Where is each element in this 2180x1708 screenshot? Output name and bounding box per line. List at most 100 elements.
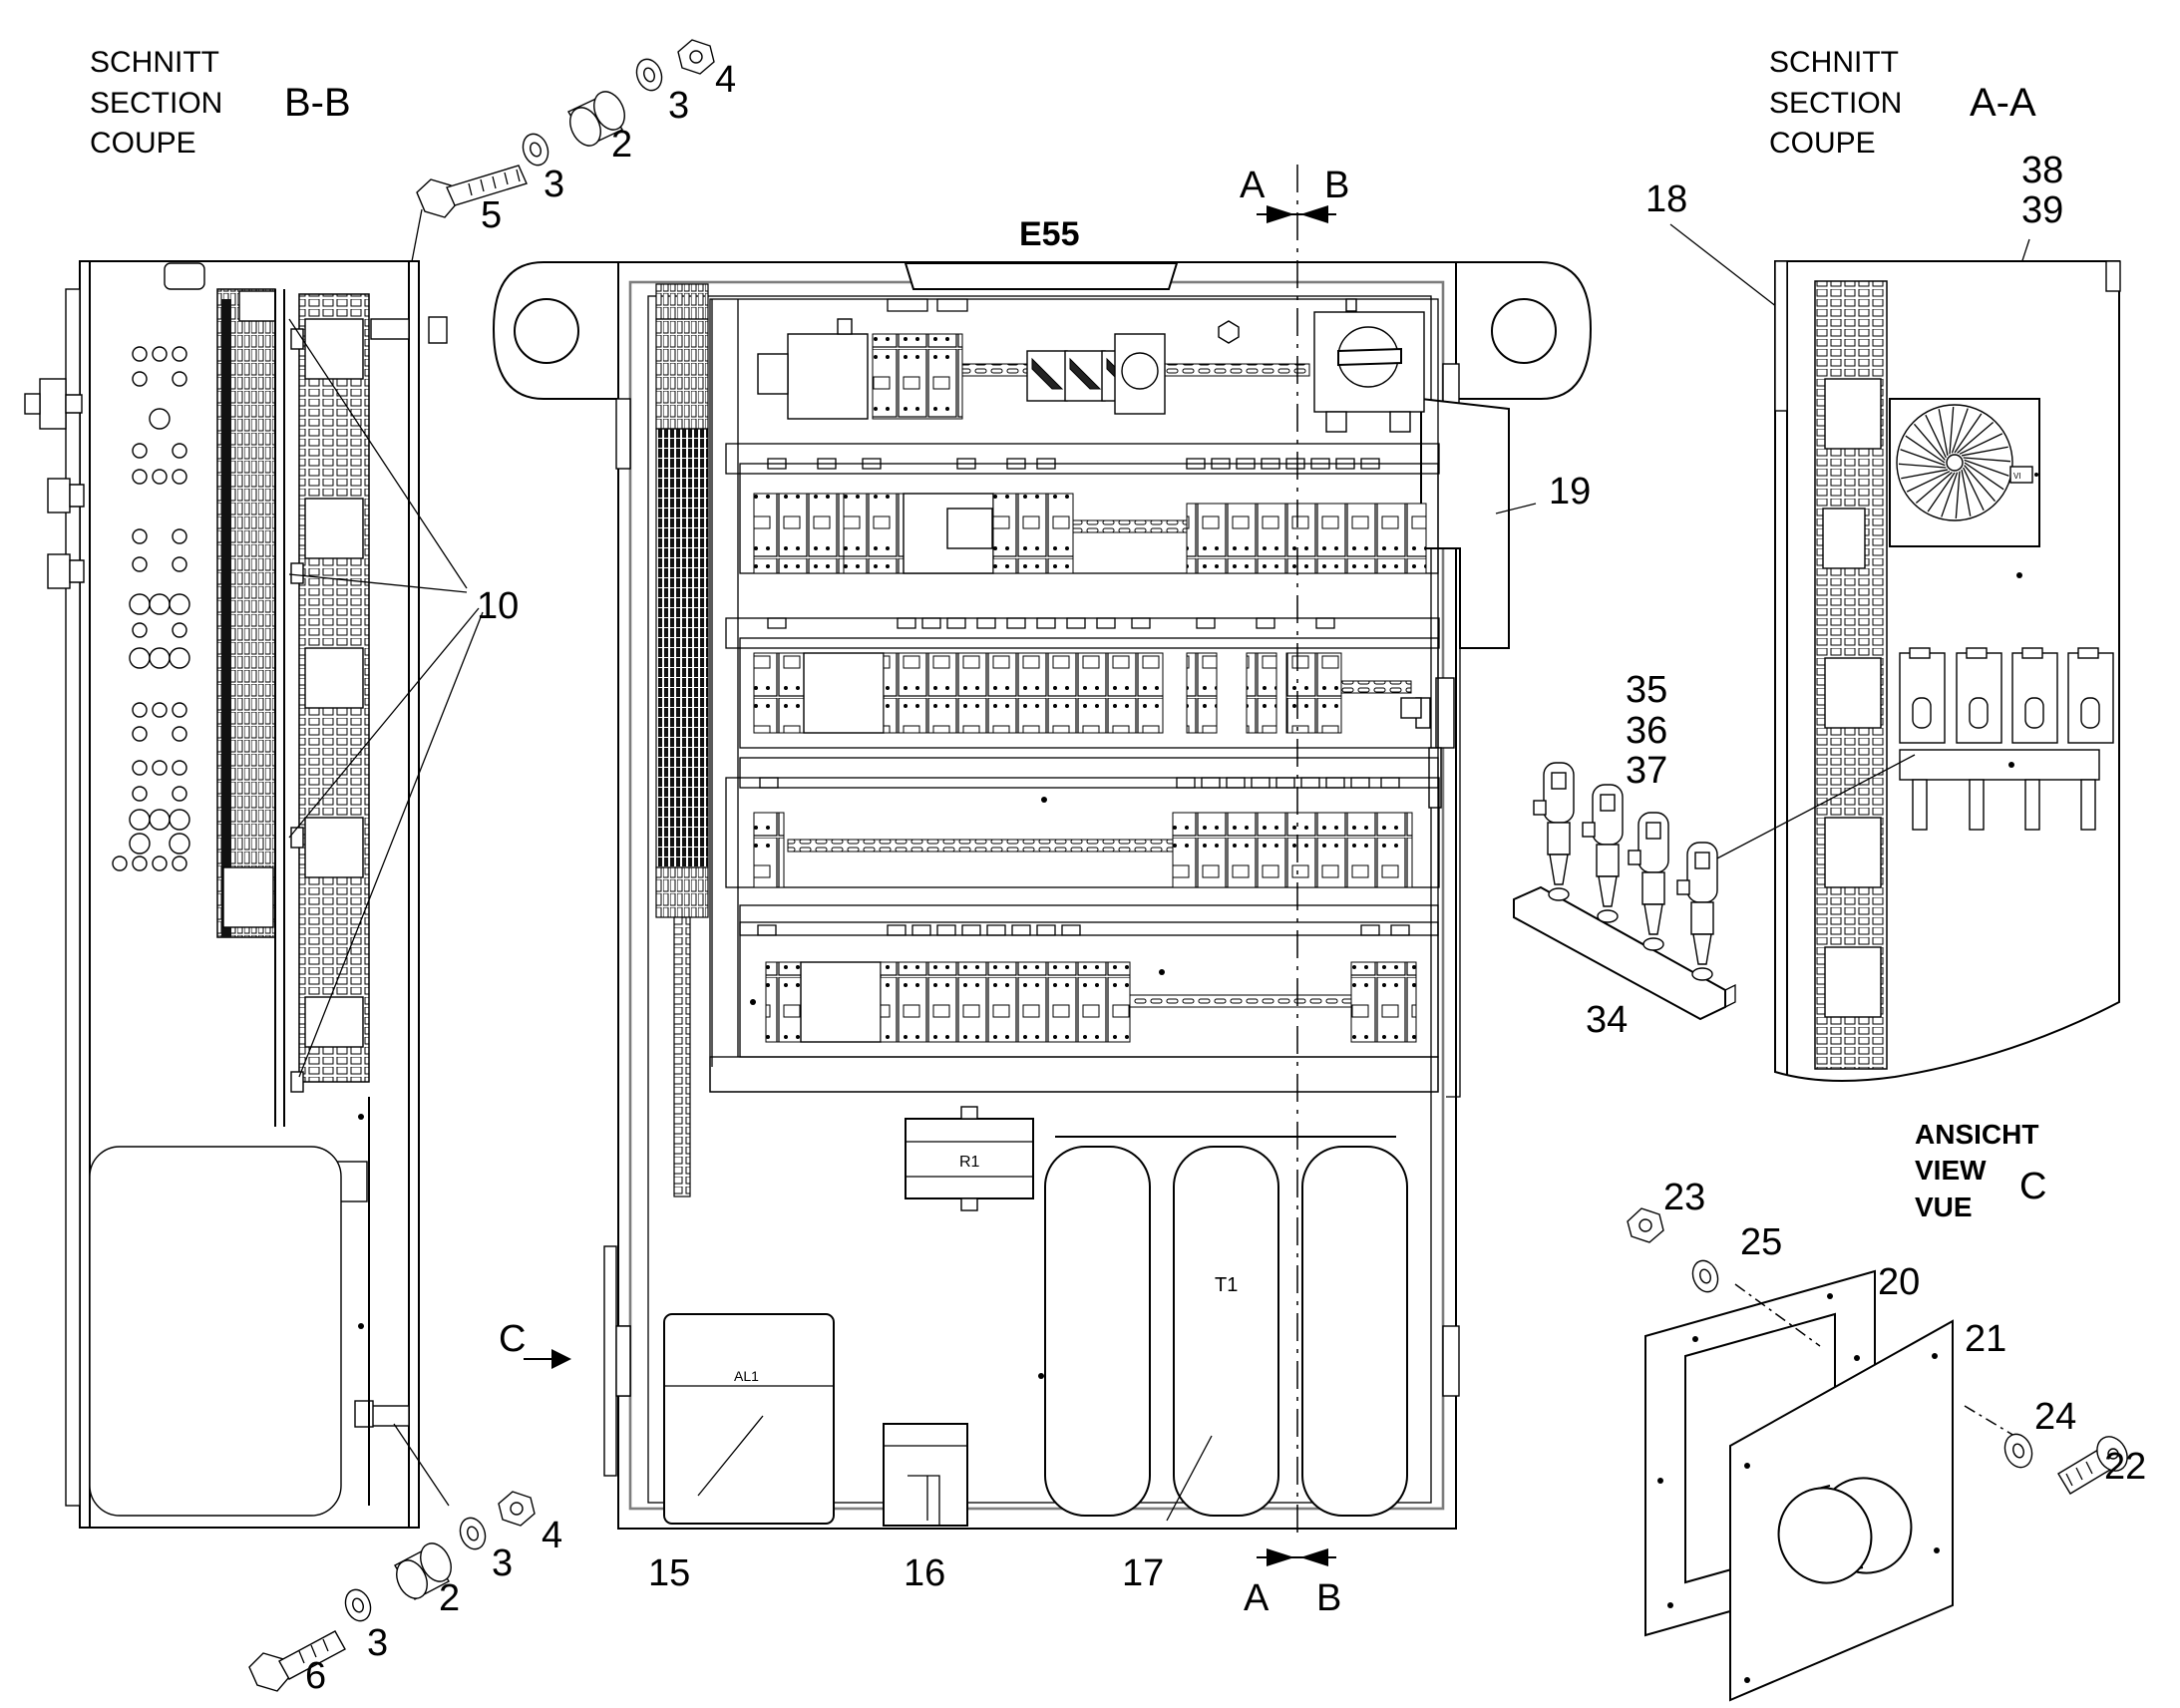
sensor-icon: [1582, 784, 1624, 923]
section-bb-header: SCHNITT SECTION COUPE B-B: [90, 46, 351, 160]
callout-38: 38: [2021, 150, 2063, 191]
bracket-16: [883, 1423, 968, 1527]
section-aa-tag: A-A: [1970, 81, 2036, 125]
callouts-top-fastener: 4 3 2 3 5: [481, 59, 736, 236]
view-c-tag: C: [2019, 1166, 2046, 1207]
callout-3-bottom-b: 3: [492, 1542, 513, 1584]
washer-icon: [522, 133, 549, 167]
callout-36: 36: [1626, 710, 1667, 752]
section-bb-tag: B-B: [284, 81, 351, 125]
callout-3-top-b: 3: [668, 85, 689, 127]
knockout-hole: [132, 702, 148, 718]
knockout-hole: [132, 786, 148, 802]
knockout-hole: [152, 702, 168, 718]
transformer-t1: T1: [1044, 1136, 1408, 1517]
cabinet-title: E55: [1019, 215, 1080, 253]
sensor-icon: [1533, 762, 1575, 901]
knockout-hole: [169, 809, 190, 831]
view-c-line-2: VIEW: [1915, 1155, 1987, 1186]
knockout-hole: [152, 855, 168, 871]
callout-23: 23: [1663, 1177, 1705, 1218]
section-aa-header: SCHNITT SECTION COUPE A-A: [1769, 46, 2036, 160]
knockout-hole: [132, 760, 148, 776]
din-rail-row-4: [725, 757, 1440, 888]
al1-label: AL1: [734, 1368, 759, 1384]
knockout-hole: [132, 469, 148, 485]
knockout-hole: [172, 371, 187, 387]
power-supply-al1: AL1: [663, 1313, 1044, 1525]
callout-10: 10: [477, 585, 519, 627]
side-handle-icon: [24, 378, 83, 430]
knockout-hole: [152, 760, 168, 776]
callout-20: 20: [1878, 1261, 1920, 1303]
knockout-hole: [129, 833, 151, 854]
callout-3-bottom-a: 3: [367, 1622, 388, 1664]
section-bb-line-3: COUPE: [90, 127, 196, 160]
view-c-line-1: ANSICHT: [1915, 1119, 2038, 1150]
knockout-hole: [132, 622, 148, 638]
section-aa-line-1: SCHNITT: [1769, 46, 1899, 79]
view-c-line-3: VUE: [1915, 1192, 1973, 1222]
knockout-hole: [172, 855, 187, 871]
r1-label: R1: [959, 1154, 980, 1171]
washer-icon: [2003, 1433, 2033, 1469]
main-switch: [1313, 298, 1425, 433]
knockout-hole: [132, 346, 148, 362]
sensor-assembly: 35 36 37 34: [1513, 669, 1736, 1041]
fastener-bottom-group: 4 3 2 3 6: [248, 1423, 562, 1697]
callout-39: 39: [2021, 189, 2063, 231]
callout-35: 35: [1626, 669, 1667, 711]
bolt-icon: [2057, 1436, 2128, 1495]
spacer-icon: [567, 91, 625, 147]
din-rail-row-5: [739, 904, 1439, 1058]
knockout-hole: [149, 408, 171, 430]
leaders-10: 10: [288, 318, 519, 1078]
callout-17: 17: [1122, 1552, 1164, 1594]
callouts-view-c: 23 25 20 21 24 22: [1663, 1177, 2146, 1488]
t1-label: T1: [1215, 1274, 1238, 1296]
knockout-holes: [112, 346, 190, 871]
callout-15: 15: [648, 1552, 690, 1594]
knockout-hole: [172, 726, 187, 742]
knockout-hole: [132, 371, 148, 387]
callout-37: 37: [1626, 750, 1667, 792]
knockout-hole: [129, 809, 151, 831]
side-handle-icon: [47, 553, 85, 589]
sensor-rail: [1899, 647, 2114, 831]
knockout-hole: [149, 647, 171, 669]
callout-18: 18: [1645, 178, 1687, 220]
knockout-hole: [172, 786, 187, 802]
knockout-hole: [172, 702, 187, 718]
knockout-hole: [169, 647, 190, 669]
knockout-hole: [132, 855, 148, 871]
knockout-hole: [132, 726, 148, 742]
knockout-hole: [172, 469, 187, 485]
knockout-hole: [132, 528, 148, 544]
section-bb-line-2: SECTION: [90, 87, 222, 120]
knockout-hole: [172, 346, 187, 362]
knockout-hole: [169, 833, 190, 854]
cut-label-a-top: A: [1240, 165, 1266, 206]
cut-label-b-top: B: [1324, 165, 1349, 206]
washer-icon: [344, 1588, 372, 1622]
section-aa-drawing: VI: [1774, 260, 2121, 1082]
din-rail-row-3: [725, 617, 1440, 749]
spacer-icon: [394, 1542, 452, 1600]
view-c-marker: C: [499, 1318, 526, 1360]
callouts-cabinet: 15 16 17 19: [648, 471, 1591, 1594]
callout-4-bottom: 4: [542, 1515, 562, 1556]
knockout-hole: [172, 622, 187, 638]
knockout-hole: [149, 809, 171, 831]
section-bb-drawing: [24, 260, 448, 1529]
view-c-header: ANSICHT VIEW VUE C: [1915, 1119, 2046, 1222]
callout-24: 24: [2034, 1396, 2076, 1438]
resistor-r1: R1: [905, 1106, 1034, 1211]
din-rail-row-1: [757, 298, 1425, 433]
knockout-hole: [149, 593, 171, 615]
knockout-hole: [172, 760, 187, 776]
section-aa-line-3: COUPE: [1769, 127, 1876, 160]
callout-34: 34: [1586, 999, 1628, 1041]
cutting-plane-arrow-icon: [1257, 205, 1336, 1566]
din-rail-row-2: [725, 443, 1440, 574]
